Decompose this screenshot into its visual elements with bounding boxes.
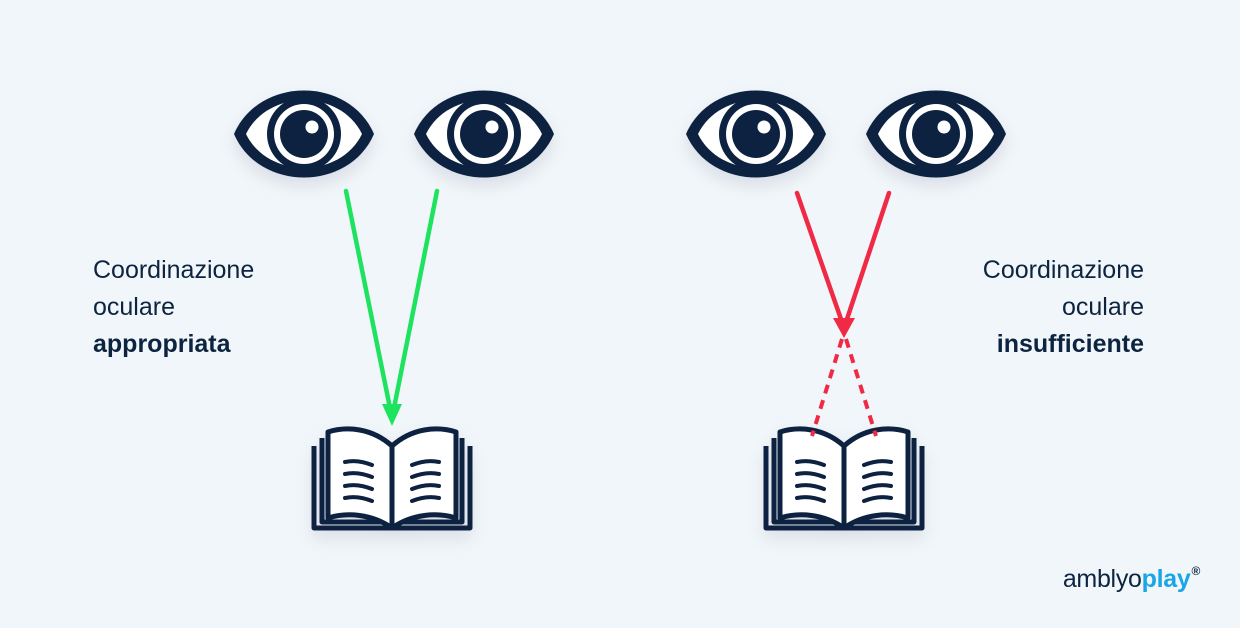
label-emphasis: insufficiente bbox=[996, 330, 1144, 358]
label-line: Coordinazione bbox=[93, 256, 255, 284]
label-emphasis: appropriata bbox=[93, 330, 231, 358]
eye-icon bbox=[414, 90, 554, 178]
logo-text-play: play bbox=[1141, 565, 1191, 593]
label-appropriate: Coordinazione oculare appropriata bbox=[93, 252, 254, 363]
arrow-insufficient bbox=[794, 190, 892, 437]
label-line: oculare bbox=[1062, 293, 1144, 321]
arrow-appropriate bbox=[343, 188, 440, 426]
label-line: Coordinazione bbox=[982, 256, 1144, 284]
label-line: oculare bbox=[93, 293, 175, 321]
book-icon bbox=[314, 429, 470, 528]
registered-mark: ® bbox=[1191, 564, 1200, 578]
eye-icon bbox=[234, 90, 374, 178]
label-insufficient: Coordinazione oculare insufficiente bbox=[983, 252, 1144, 363]
eye-icon bbox=[866, 90, 1006, 178]
brand-logo: amblyoplay® bbox=[1063, 564, 1200, 594]
logo-text-amblyo: amblyo bbox=[1062, 565, 1142, 593]
eye-icon bbox=[686, 90, 826, 178]
book-icon bbox=[766, 429, 922, 528]
